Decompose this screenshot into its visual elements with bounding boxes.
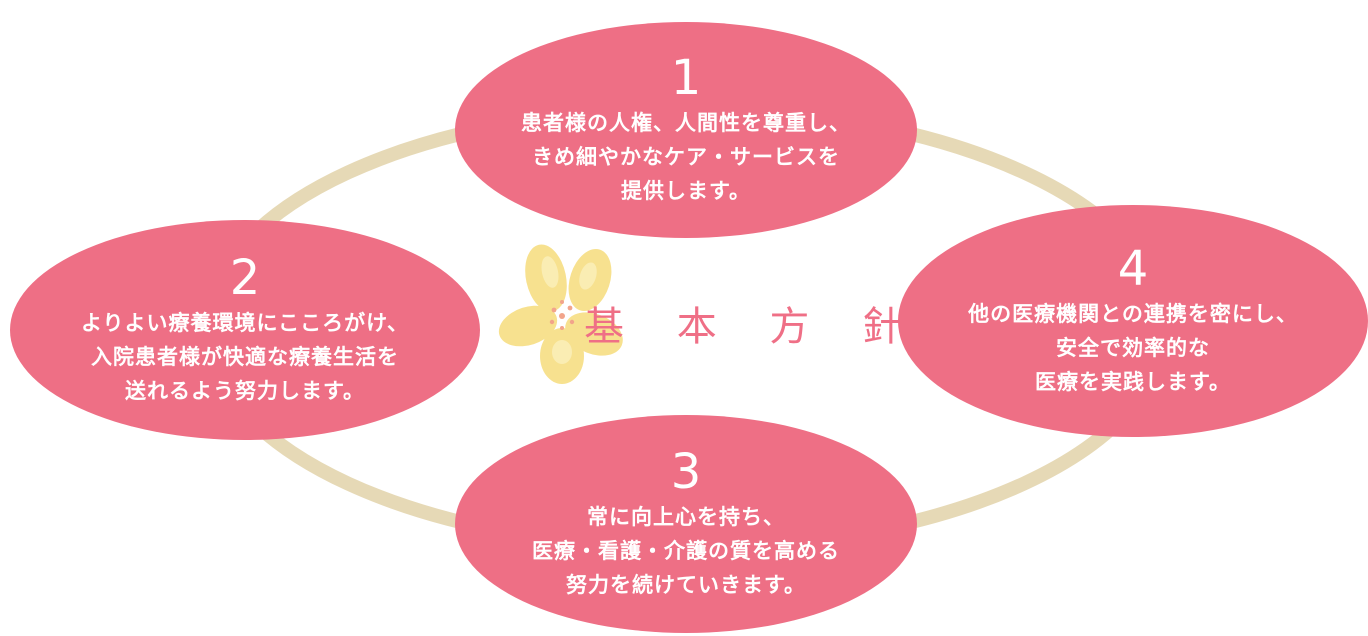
flower-icon: [498, 244, 623, 384]
policy-node-1: 1 患者様の人権、人間性を尊重し、きめ細やかなケア・サービスを提供します。: [455, 22, 917, 238]
policy-text-line: 送れるよう努力します。: [125, 379, 365, 403]
policy-number: 4: [1117, 241, 1149, 297]
policy-number: 2: [229, 250, 261, 306]
policy-text-line: きめ細やかなケア・サービスを: [532, 145, 840, 169]
policy-text-line: 入院患者様が快適な療養生活を: [91, 345, 399, 369]
policy-node-3: 3 常に向上心を持ち、医療・看護・介護の質を高める努力を続けていきます。: [455, 415, 917, 633]
policy-node-4: 4 他の医療機関との連携を密にし、安全で効率的な医療を実践します。: [898, 205, 1368, 437]
policy-text-line: 常に向上心を持ち、: [587, 505, 785, 529]
policy-text-line: よりよい療養環境にこころがけ、: [80, 311, 410, 335]
policy-node-2: 2 よりよい療養環境にこころがけ、入院患者様が快適な療養生活を送れるよう努力します…: [10, 220, 480, 440]
policy-text-line: 努力を続けていきます。: [566, 573, 806, 597]
policy-text-line: 医療・看護・介護の質を高める: [532, 539, 840, 563]
policy-text-line: 患者様の人権、人間性を尊重し、: [521, 111, 851, 135]
policy-text-line: 安全で効率的な: [1056, 336, 1210, 360]
center-title: 基 本 方 針: [584, 304, 923, 350]
policy-number: 3: [670, 444, 702, 500]
policy-text-line: 他の医療機関との連携を密にし、: [968, 302, 1298, 326]
policy-text-line: 提供します。: [621, 179, 751, 203]
center-emblem: 基 本 方 針: [498, 238, 902, 388]
policy-text-line: 医療を実践します。: [1035, 370, 1231, 394]
policy-number: 1: [670, 50, 702, 106]
